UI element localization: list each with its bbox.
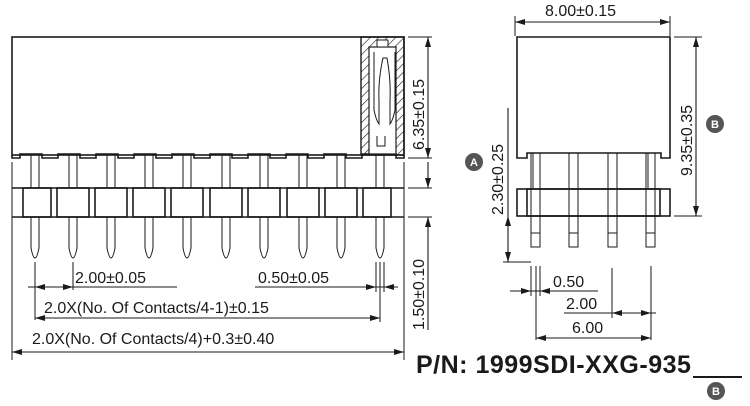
side-pins [530,153,656,248]
side-housing [516,36,671,159]
contact-spring [373,52,396,126]
spacer-row [12,187,404,218]
front-bottom-dims [12,262,404,355]
cavity-opening [376,39,389,48]
dim-row-pitch: 2.00 [566,296,597,313]
dim-body-height: 6.35±0.15 [411,79,428,150]
marker-a-badge [465,153,483,171]
dim-pitch-span: 2.0X(No. Of Contacts/4-1)±0.15 [44,300,269,317]
part-number-prefix: P/N: 1999SDI-XXG- [416,351,648,379]
marker-a-label: A [470,157,478,169]
variant-marker-badge [707,382,725,400]
dim-pitch: 2.00±0.05 [75,270,146,287]
front-view: 6.35±0.15 1.50±0.10 2.00±0.05 0.50±0.05 [11,36,432,360]
side-view: 8.00±0.15 9.35±0.35 B 2.30±0.25 A [465,3,724,341]
svg-text:P/N: 1999SDI-XXG-935: P/N: 1999SDI-XXG-935 [416,351,691,379]
marker-b-badge [706,115,724,133]
contact-u [376,136,386,147]
variant-marker-label: B [712,386,720,398]
part-number: P/N: 1999SDI-XXG-935 B [416,351,742,400]
housing-notches [11,153,405,159]
dim-pin-width: 0.50±0.05 [258,270,329,287]
marker-b-label: B [711,119,719,131]
front-height-dims [408,36,432,330]
pin-row [30,155,385,259]
dim-standoff-height: 2.30±0.25 [490,144,507,215]
side-spacer-inner [526,188,661,217]
part-number-variant: 935 [648,351,691,379]
contact-cavity [368,46,397,155]
dim-tail-length: 1.50±0.10 [411,259,428,330]
dim-total-height: 9.35±0.35 [679,105,696,176]
dim-row-span: 6.00 [572,320,603,337]
dim-side-pin-width: 0.50 [553,274,584,291]
dim-overall-length: 2.0X(No. Of Contacts/4)+0.3±0.40 [32,331,274,348]
dim-width: 8.00±0.15 [545,3,616,20]
housing-body [11,36,405,156]
